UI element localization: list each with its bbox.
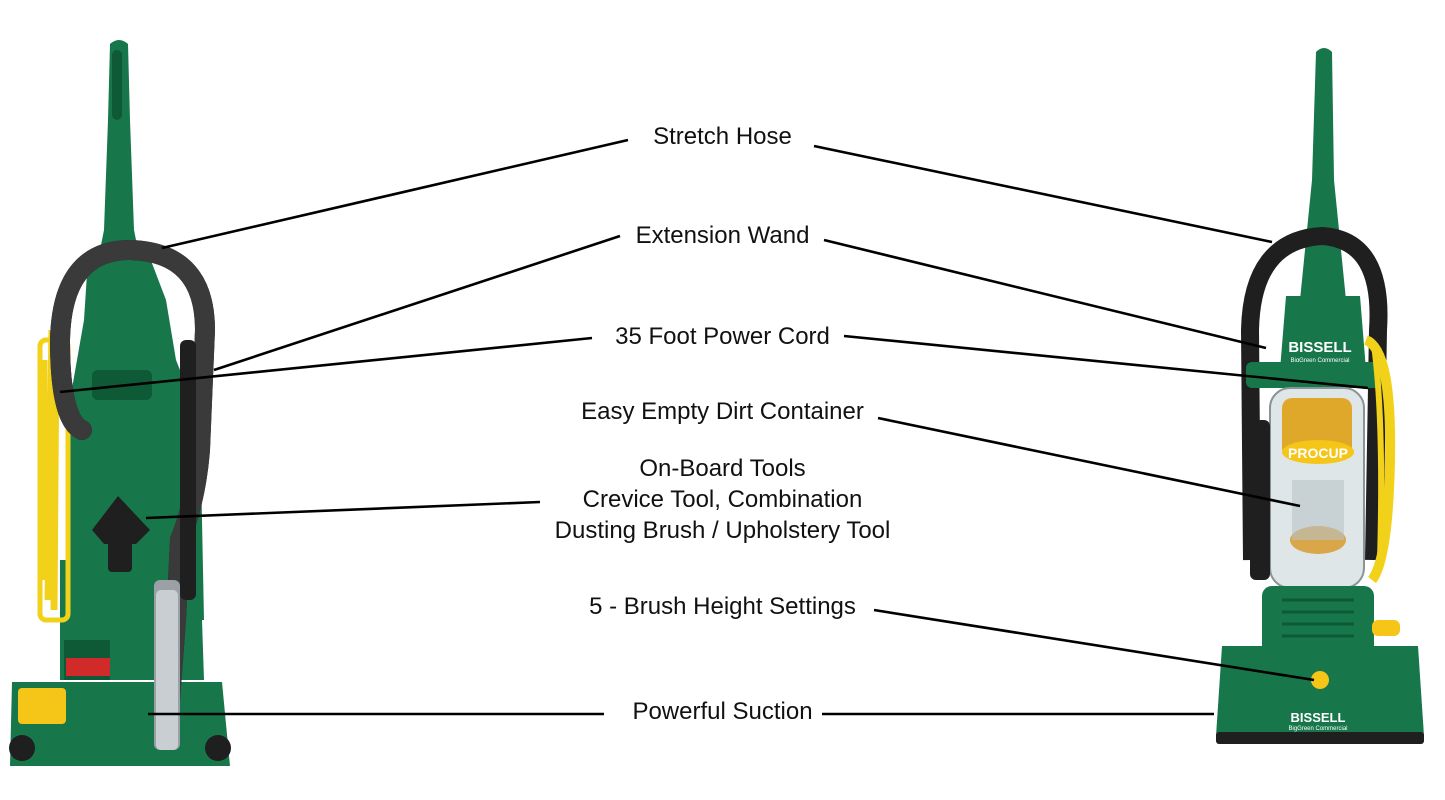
brush-height-line xyxy=(873,608,1315,682)
vacuum-rear-view-image xyxy=(9,40,231,766)
on-board-tools-label: On-Board Tools xyxy=(0,453,1445,484)
stretch-hose-line-left xyxy=(161,138,629,250)
extension-wand-line-left xyxy=(213,234,621,372)
extension-wand-text: Extension Wand xyxy=(635,222,810,249)
callout-lines xyxy=(59,138,1369,716)
suction-text: Powerful Suction xyxy=(632,698,813,725)
sub-brand-mark: BigGreen Commercial xyxy=(1290,358,1349,364)
brand-mark: BISSELL xyxy=(1288,339,1351,356)
on-board-tools-label-3: Dusting Brush / Upholstery Tool xyxy=(0,515,1445,546)
on-board-tools-line xyxy=(145,500,541,520)
cup-label-mark: PROCUP xyxy=(1288,445,1348,461)
on-board-tools-line1: On-Board Tools xyxy=(639,455,806,482)
dirt-container-line xyxy=(877,416,1301,508)
base-brand-mark: BISSELL xyxy=(1291,710,1346,725)
dirt-container-text: Easy Empty Dirt Container xyxy=(581,398,864,425)
power-cord-line-left xyxy=(59,336,593,394)
extension-wand-line-right xyxy=(823,238,1267,350)
power-cord-line-right xyxy=(843,334,1369,390)
power-cord-text: 35 Foot Power Cord xyxy=(615,323,830,350)
power-cord-label: 35 Foot Power Cord xyxy=(0,321,1445,352)
on-board-tools-label-2: Crevice Tool, Combination xyxy=(0,484,1445,515)
dirt-container-label: Easy Empty Dirt Container xyxy=(0,396,1445,427)
on-board-tools-line3: Dusting Brush / Upholstery Tool xyxy=(554,517,891,544)
stretch-hose-text: Stretch Hose xyxy=(653,123,792,150)
brush-height-label: 5 - Brush Height Settings xyxy=(0,591,1445,622)
on-board-tools-line2: Crevice Tool, Combination xyxy=(582,486,863,513)
brush-height-text: 5 - Brush Height Settings xyxy=(589,593,856,620)
extension-wand-label: Extension Wand xyxy=(0,220,1445,251)
base-sub-brand-mark: BigGreen Commercial xyxy=(1288,726,1347,732)
stretch-hose-line-right xyxy=(813,144,1273,244)
vacuum-front-view-image: BISSELL BigGreen Commercial PROCUP xyxy=(1216,48,1424,744)
stretch-hose-label: Stretch Hose xyxy=(0,121,1445,152)
suction-label: Powerful Suction xyxy=(0,696,1445,727)
